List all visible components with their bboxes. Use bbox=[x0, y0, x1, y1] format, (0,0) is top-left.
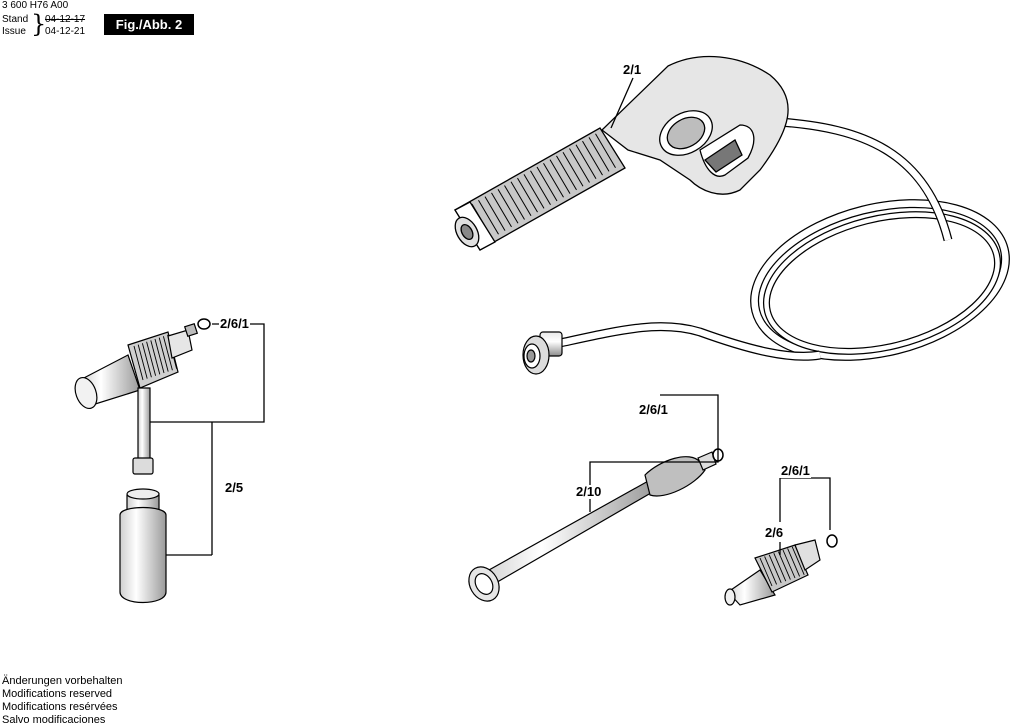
spray-lance bbox=[468, 451, 717, 602]
stand-label: Stand bbox=[2, 14, 29, 25]
foam-oring bbox=[197, 318, 211, 330]
brace-icon: } bbox=[31, 10, 47, 38]
hose-coupling-nut bbox=[522, 331, 563, 375]
foam-nozzle bbox=[74, 322, 199, 475]
footer-note-en: Modifications reserved bbox=[2, 688, 113, 700]
spray-gun bbox=[454, 55, 789, 251]
part-label-lance-oring: 2/6/1 bbox=[638, 402, 669, 417]
part-label-nozzle: 2/6 bbox=[764, 525, 785, 540]
stand-date: 04-12-17 bbox=[45, 14, 86, 25]
issue-label: Issue bbox=[2, 26, 26, 37]
footer-note-es: Salvo modificaciones bbox=[2, 714, 106, 726]
part-label-foam-bottle: 2/5 bbox=[224, 480, 245, 495]
nozzle-oring bbox=[826, 534, 838, 548]
issue-date: 04-12-21 bbox=[45, 26, 86, 37]
part-label-nozzle-oring: 2/6/1 bbox=[780, 463, 811, 478]
leader-lines bbox=[150, 77, 831, 556]
spray-nozzle bbox=[724, 539, 821, 606]
hose bbox=[559, 117, 1010, 361]
document-number: 3 600 H76 A00 bbox=[2, 0, 69, 11]
footer-note-de: Änderungen vorbehalten bbox=[2, 675, 123, 687]
part-label-lance: 2/10 bbox=[575, 484, 603, 499]
part-label-foam-oring: 2/6/1 bbox=[219, 316, 250, 331]
footer-note-fr: Modifications resérvées bbox=[2, 701, 118, 713]
part-label-gun: 2/1 bbox=[622, 62, 643, 77]
foam-bottle bbox=[119, 488, 167, 603]
figure-badge: Fig./Abb. 2 bbox=[104, 14, 194, 35]
